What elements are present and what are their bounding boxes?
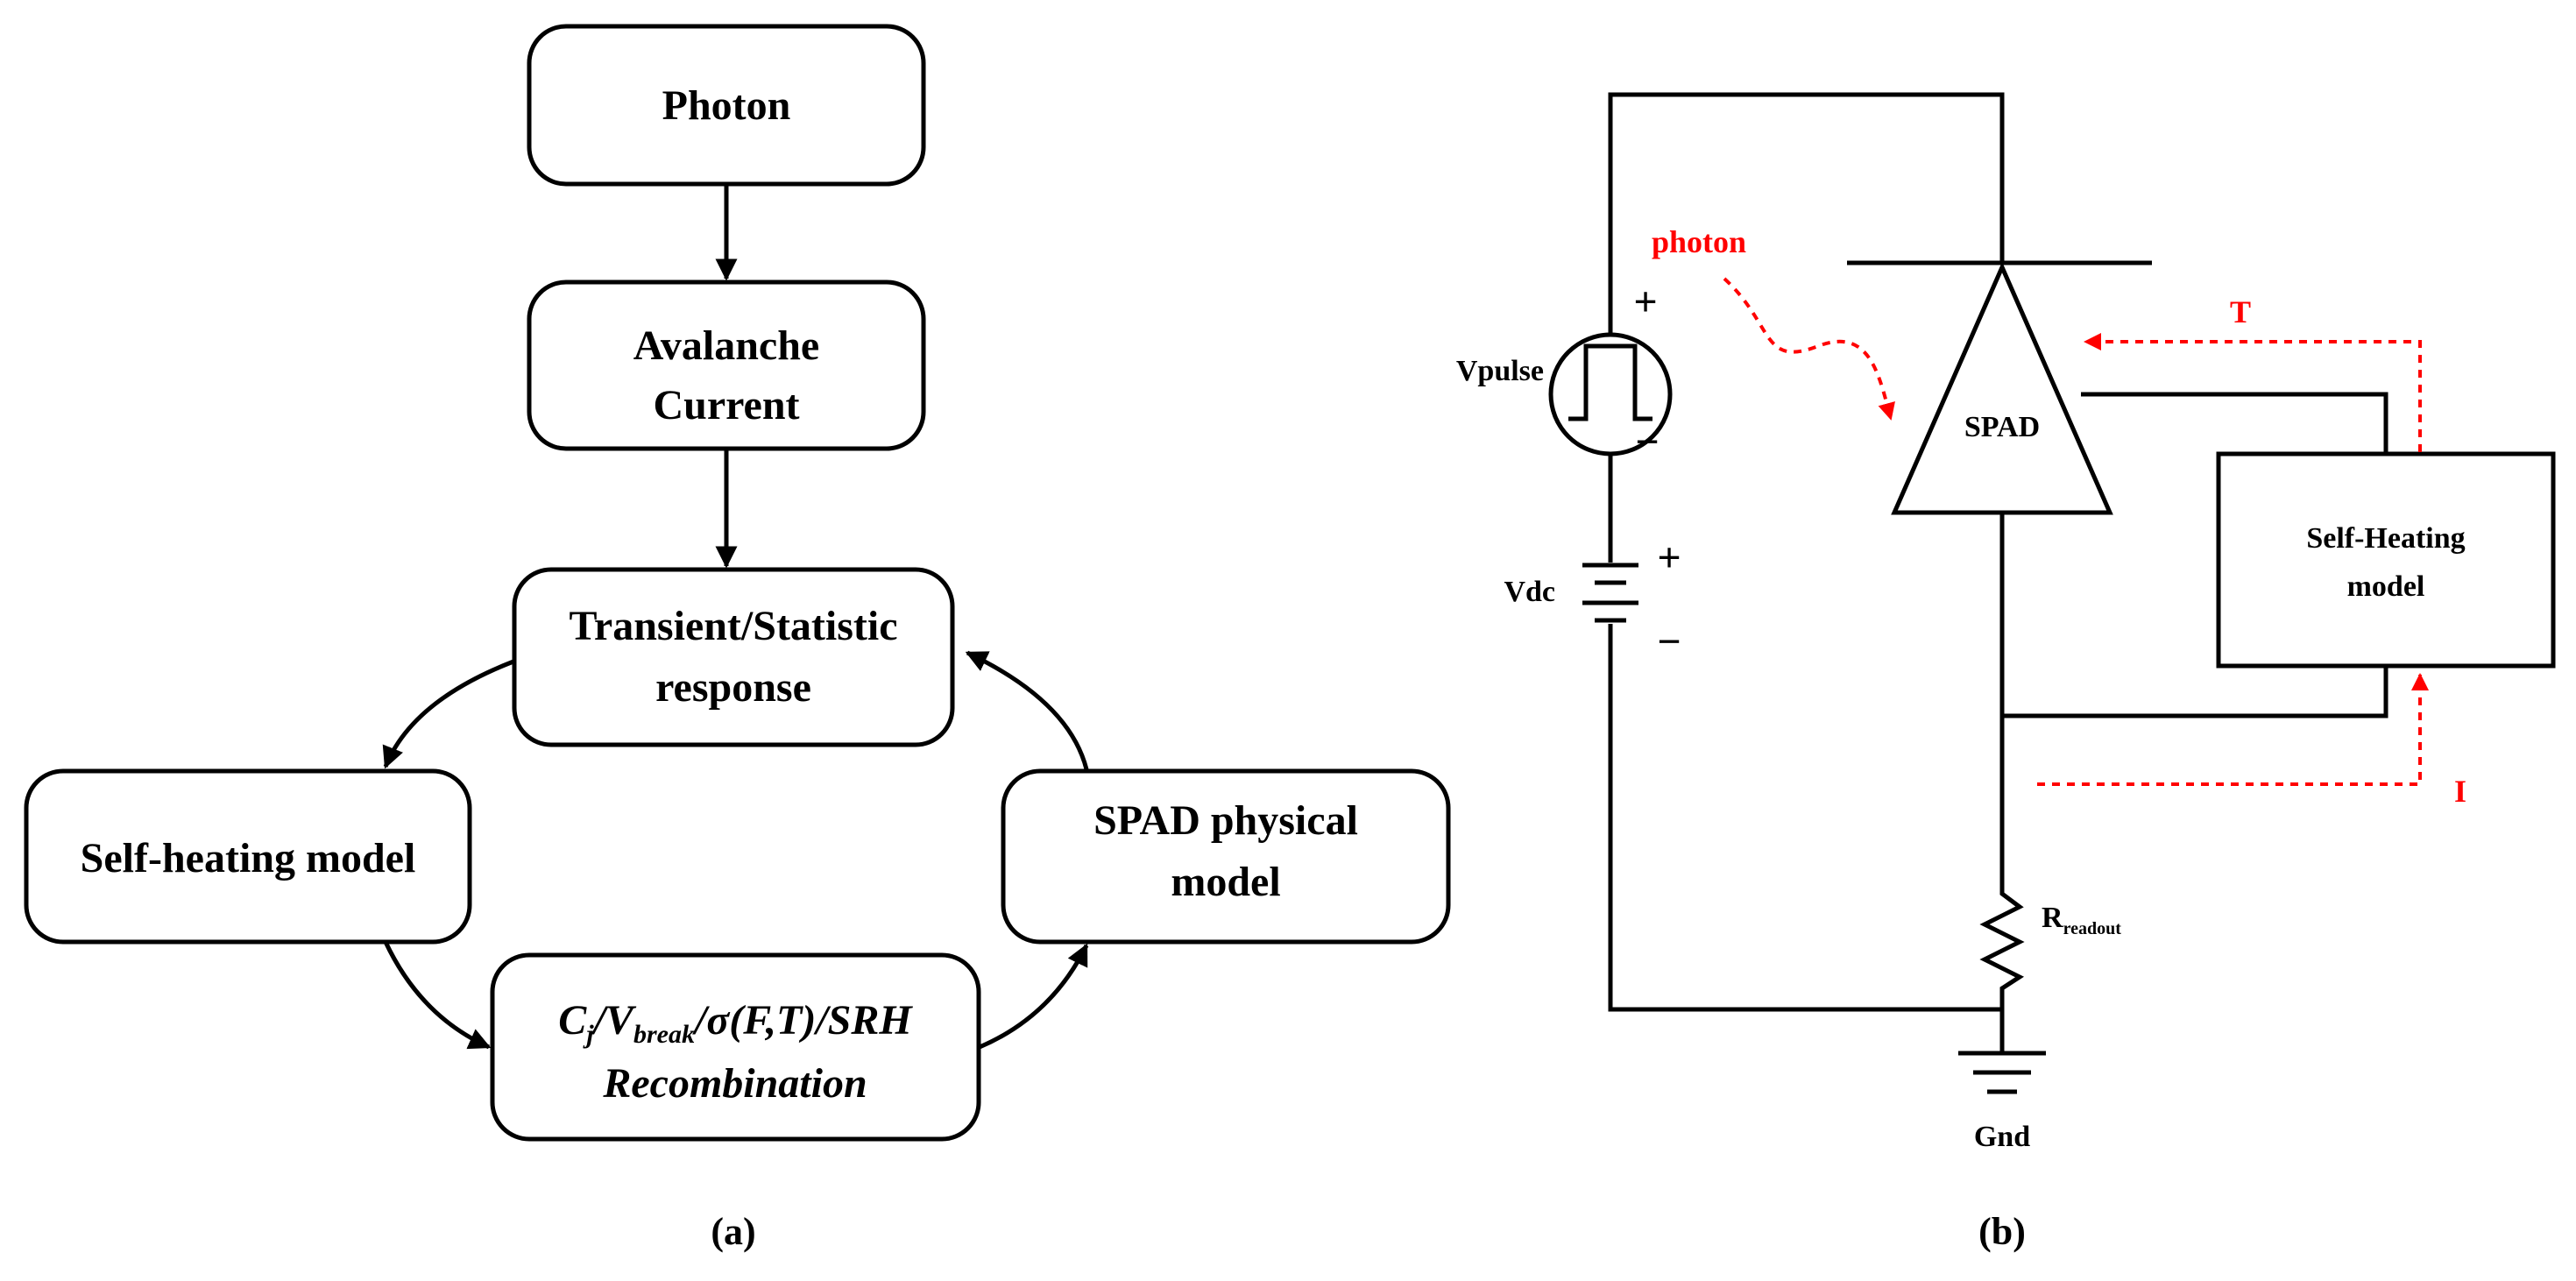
photon-label: photon <box>1652 224 1746 259</box>
temperature-feedback-arrow <box>2084 333 2422 452</box>
vdc-battery <box>1582 563 1638 623</box>
current-label: I <box>2454 774 2466 809</box>
panel-b: SPAD Self-Heating model Vpulse + − Vdc +… <box>1456 92 2556 1253</box>
node-avalanche-label-line1: Avalanche <box>633 322 819 369</box>
ground-symbol <box>1958 1051 2046 1094</box>
self-heating-label-line1: Self-Heating <box>2306 522 2465 555</box>
self-heating-block <box>2216 451 2556 669</box>
node-transient-label-line2: response <box>655 664 811 711</box>
node-transient-label-line1: Transient/Statistic <box>569 603 897 649</box>
temperature-label: T <box>2230 294 2251 329</box>
ground-label: Gnd <box>1974 1121 2030 1153</box>
vpulse-plus-sign: + <box>1633 279 1657 325</box>
arrow-self-heating-to-parameters <box>383 940 492 1050</box>
pulse-waveform-icon <box>1568 343 1652 421</box>
arrow-parameters-to-spad-physical <box>979 943 1089 1050</box>
vpulse-source <box>1548 332 1673 456</box>
node-parameters-label-line1: Cj/Vbreak/σ(F,T)/SRH <box>558 997 913 1049</box>
node-transient-response: Transient/Statistic response <box>512 567 955 747</box>
self-heating-label-line2: model <box>2347 570 2425 603</box>
wire-top-loop <box>1608 92 2005 335</box>
wire-vdc-to-ground <box>1608 624 2002 1012</box>
node-spad-physical-model: SPAD physical model <box>1001 768 1451 945</box>
resistor-label: Rreadout <box>2042 902 2121 938</box>
node-spad-physical-label-line2: model <box>1171 859 1280 905</box>
spad-diode <box>1891 261 2113 515</box>
node-avalanche-current: Avalanche Current <box>527 280 926 451</box>
vdc-minus-sign: − <box>1657 619 1681 665</box>
vdc-plus-sign: + <box>1657 534 1681 581</box>
wire-spad-to-heating <box>2081 392 2388 454</box>
wire-heating-return <box>2002 666 2388 718</box>
photon-signal-arrow <box>1723 277 1895 421</box>
node-photon-label: Photon <box>662 82 791 129</box>
node-parameters: Cj/Vbreak/σ(F,T)/SRH Recombination <box>490 952 981 1142</box>
vpulse-minus-sign: − <box>1635 419 1659 465</box>
node-self-heating-model: Self-heating model <box>24 768 472 945</box>
node-spad-physical-label-line1: SPAD physical <box>1093 797 1358 844</box>
caption-a: (a) <box>711 1210 755 1253</box>
vdc-label: Vdc <box>1504 576 1555 608</box>
arrow-transient-to-self-heating <box>382 659 514 769</box>
panel-a: Photon Avalanche Current Transient/Stati… <box>24 24 1451 1253</box>
resistor-readout <box>1979 876 2025 1051</box>
node-parameters-label-line2: Recombination <box>602 1060 867 1107</box>
node-photon: Photon <box>527 24 926 187</box>
node-avalanche-label-line2: Current <box>653 382 799 428</box>
node-self-heating-label: Self-heating model <box>81 835 416 881</box>
arrow-spad-physical-to-transient <box>965 650 1089 770</box>
vpulse-label: Vpulse <box>1456 355 1544 387</box>
caption-b: (b) <box>1978 1210 2026 1253</box>
spad-label: SPAD <box>1964 411 2040 443</box>
current-signal-arrow <box>2037 673 2429 786</box>
